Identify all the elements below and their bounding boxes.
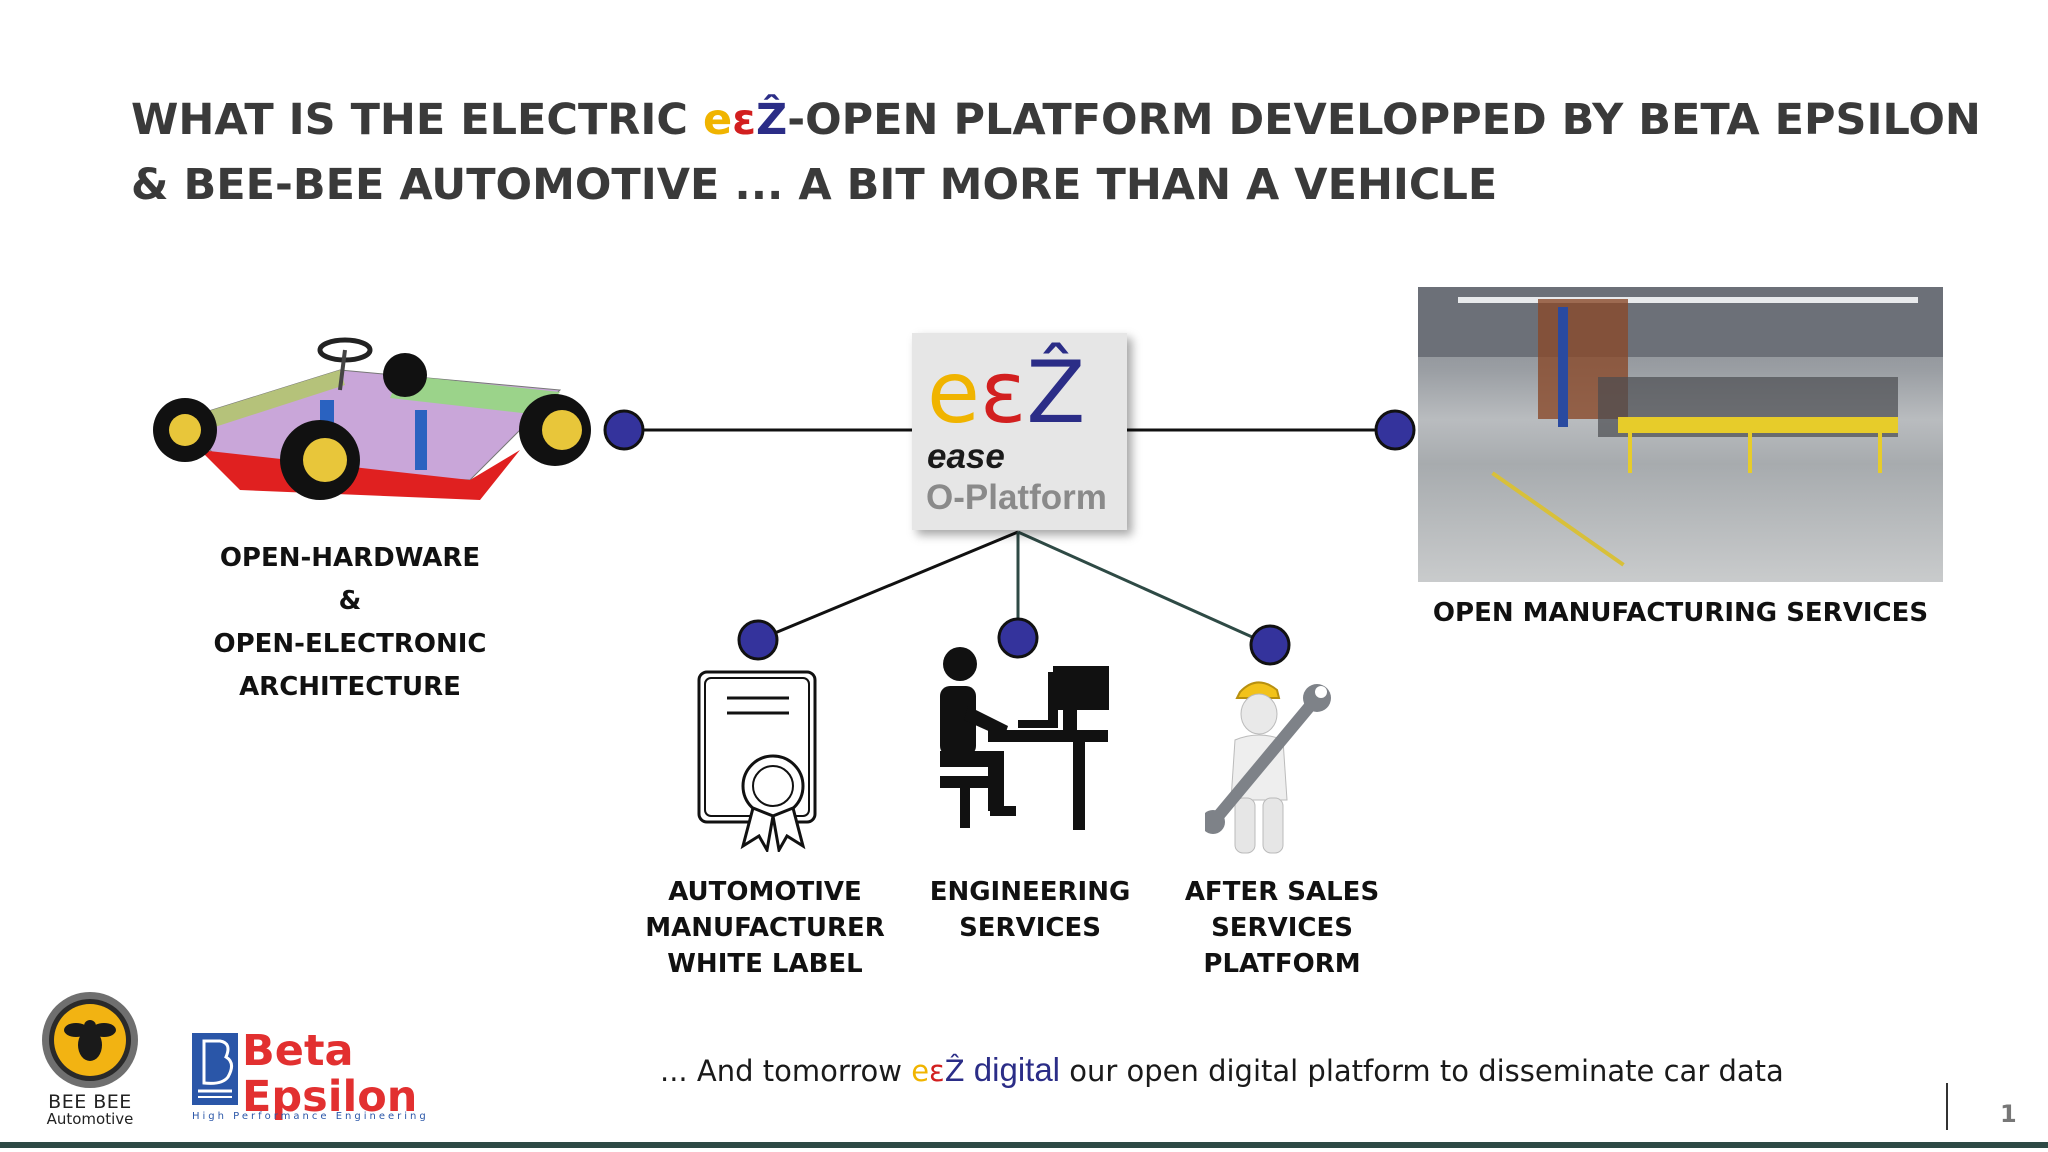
service-label-2: ENGINEERING SERVICES (905, 874, 1155, 946)
node-right (1374, 409, 1416, 451)
brand-letter: Ẑ (1026, 343, 1086, 443)
title-text: WHAT IS THE ELECTRIC (131, 95, 703, 145)
node-service-3 (1249, 624, 1291, 666)
node-service-1 (737, 619, 779, 661)
brand-letter: Ẑ (756, 95, 788, 145)
logo-ease-text: ease (927, 437, 1005, 476)
mechanic-with-wrench-icon (1205, 681, 1331, 854)
slide-title: WHAT IS THE ELECTRIC eεẐ-OPEN PLATFORM D… (131, 88, 1991, 218)
label-line: AFTER SALES (1184, 877, 1380, 907)
footer-caption: ... And tomorrow eεẐ digital our open di… (660, 1051, 1860, 1089)
brand-letter: e (927, 343, 980, 443)
connector-line-service-3 (1017, 530, 1271, 647)
brand-letter: Ẑ (944, 1054, 965, 1088)
title-text: -OPEN PLATFORM DEVELOPPED BY BETA EPSILO… (787, 95, 1981, 145)
bee-bee-name: BEE BEE (48, 1091, 132, 1113)
beta-epsilon-tagline: High Performance Engineering (192, 1111, 429, 1122)
label-line: OPEN-ELECTRONIC (213, 629, 487, 659)
footer-digital-text: digital (964, 1051, 1060, 1088)
vehicle-chassis-image (153, 337, 591, 500)
service-label-1: AUTOMOTIVE MANUFACTURER WHITE LABEL (640, 874, 890, 982)
footer-text: our open digital platform to disseminate… (1060, 1054, 1784, 1088)
page-number: 1 (2000, 1100, 2017, 1128)
beta-epsilon-logo-icon (192, 1033, 238, 1105)
label-line: SERVICES (1211, 913, 1353, 943)
footer-text: ... And tomorrow (660, 1054, 912, 1088)
brand-letter: ε (732, 95, 757, 145)
label-line: OPEN-HARDWARE (219, 543, 481, 573)
service-label-3: AFTER SALES SERVICES PLATFORM (1157, 874, 1407, 982)
node-service-2 (997, 617, 1039, 659)
label-line: WHITE LABEL (667, 949, 863, 979)
certificate-icon (697, 670, 817, 852)
brand-letter: e (702, 95, 733, 145)
label-line: SERVICES (959, 913, 1101, 943)
brand-letter: ε (929, 1054, 945, 1088)
logo-platform-text: O-Platform (926, 478, 1107, 517)
factory-photo (1418, 287, 1943, 582)
eez-platform-logo: eεẐ ease O-Platform (912, 333, 1127, 530)
title-line-2: & BEE-BEE AUTOMOTIVE ... A BIT MORE THAN… (131, 160, 1498, 210)
engineer-at-computer-icon (940, 647, 1109, 830)
logo-mark: eεẐ (927, 343, 1085, 443)
page-number-divider (1946, 1083, 1948, 1130)
epsilon-word: Epsilon (242, 1072, 418, 1122)
beta-word: Beta (242, 1026, 354, 1076)
label-line: ARCHITECTURE (239, 672, 461, 702)
open-hardware-label: OPEN-HARDWARE & OPEN-ELECTRONIC ARCHITEC… (180, 537, 520, 709)
node-left (603, 409, 645, 451)
label-line: AUTOMOTIVE (668, 877, 862, 907)
footer-bar (0, 1142, 2048, 1148)
bee-bee-logo-icon (42, 992, 138, 1088)
brand-letter: e (911, 1054, 930, 1088)
brand-letter: ε (979, 343, 1027, 443)
bee-bee-logo-text: BEE BEE Automotive (38, 1091, 142, 1128)
label-line: & (338, 586, 362, 616)
title-line-1: WHAT IS THE ELECTRIC eεẐ-OPEN PLATFORM D… (131, 88, 1991, 153)
label-line: PLATFORM (1203, 949, 1361, 979)
label-line: ENGINEERING (929, 877, 1131, 907)
open-manufacturing-label: OPEN MANUFACTURING SERVICES (1432, 598, 1929, 628)
label-line: MANUFACTURER (645, 913, 885, 943)
connector-line-service-1 (757, 530, 1019, 642)
bee-bee-subname: Automotive (46, 1110, 134, 1128)
beta-epsilon-logo-text: Beta Epsilon (242, 1028, 417, 1120)
